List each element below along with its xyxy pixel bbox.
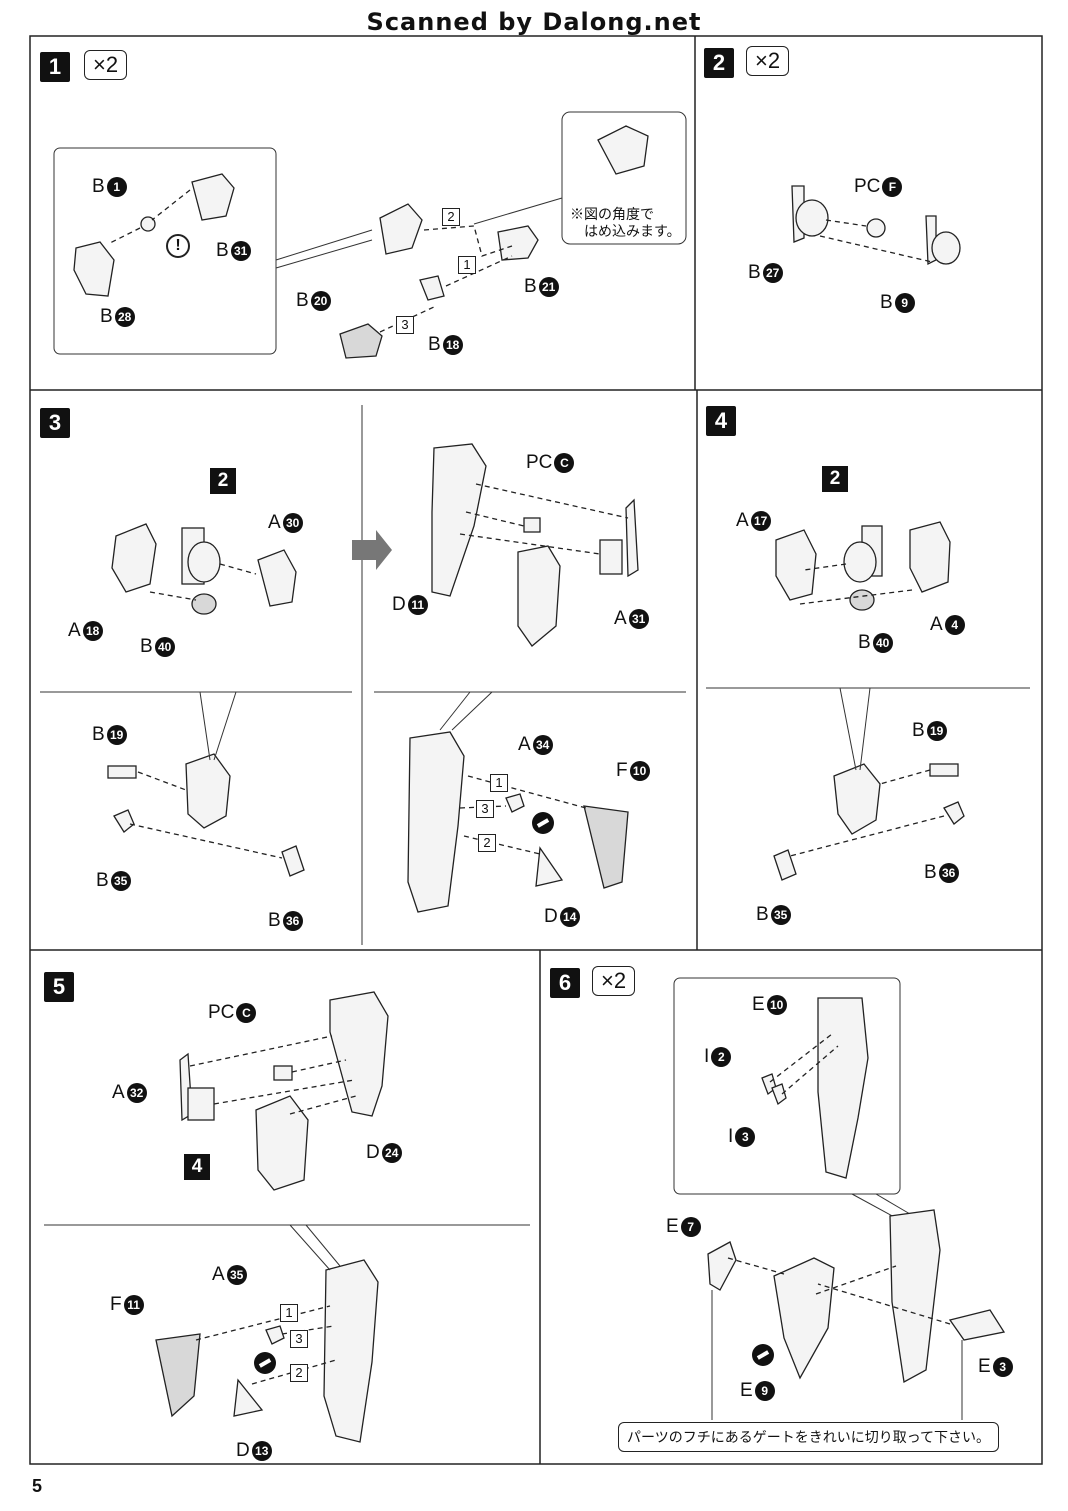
page-number: 5 <box>32 1476 43 1496</box>
order-marker: 1 <box>458 256 476 274</box>
angle-note: はめ込みます。 <box>584 223 681 239</box>
step-3-badge: 3 <box>40 408 70 438</box>
cut-icon <box>752 1344 774 1366</box>
step-6-multiplier: ×2 <box>592 966 636 996</box>
step-2-multiplier: ×2 <box>746 46 790 76</box>
outer-frame <box>29 35 1043 1465</box>
order-marker: 1 <box>280 1304 298 1322</box>
step-5-badge: 5 <box>44 972 74 1002</box>
order-marker: 1 <box>490 774 508 792</box>
step-ref-badge: 4 <box>184 1154 210 1180</box>
cut-icon <box>254 1352 276 1374</box>
order-marker: 3 <box>476 800 494 818</box>
step-6-badge: 6 <box>550 968 580 998</box>
order-marker: 3 <box>396 316 414 334</box>
step-1-badge: 1 <box>40 52 70 82</box>
order-marker: 3 <box>290 1330 308 1348</box>
angle-note: ※図の角度で <box>570 206 654 222</box>
step-2-badge: 2 <box>704 48 734 78</box>
step-ref-badge: 2 <box>210 468 236 494</box>
step-1-multiplier: ×2 <box>84 50 128 80</box>
caution-icon: ! <box>166 234 190 258</box>
gate-cut-caption: パーツのフチにあるゲートをきれいに切り取って下さい。 <box>618 1422 1000 1452</box>
order-marker: 2 <box>290 1364 308 1382</box>
cut-icon <box>532 812 554 834</box>
step-ref-badge: 2 <box>822 466 848 492</box>
step-4-badge: 4 <box>706 406 736 436</box>
watermark: Scanned by Dalong.net <box>366 8 702 36</box>
order-marker: 2 <box>442 208 460 226</box>
order-marker: 2 <box>478 834 496 852</box>
